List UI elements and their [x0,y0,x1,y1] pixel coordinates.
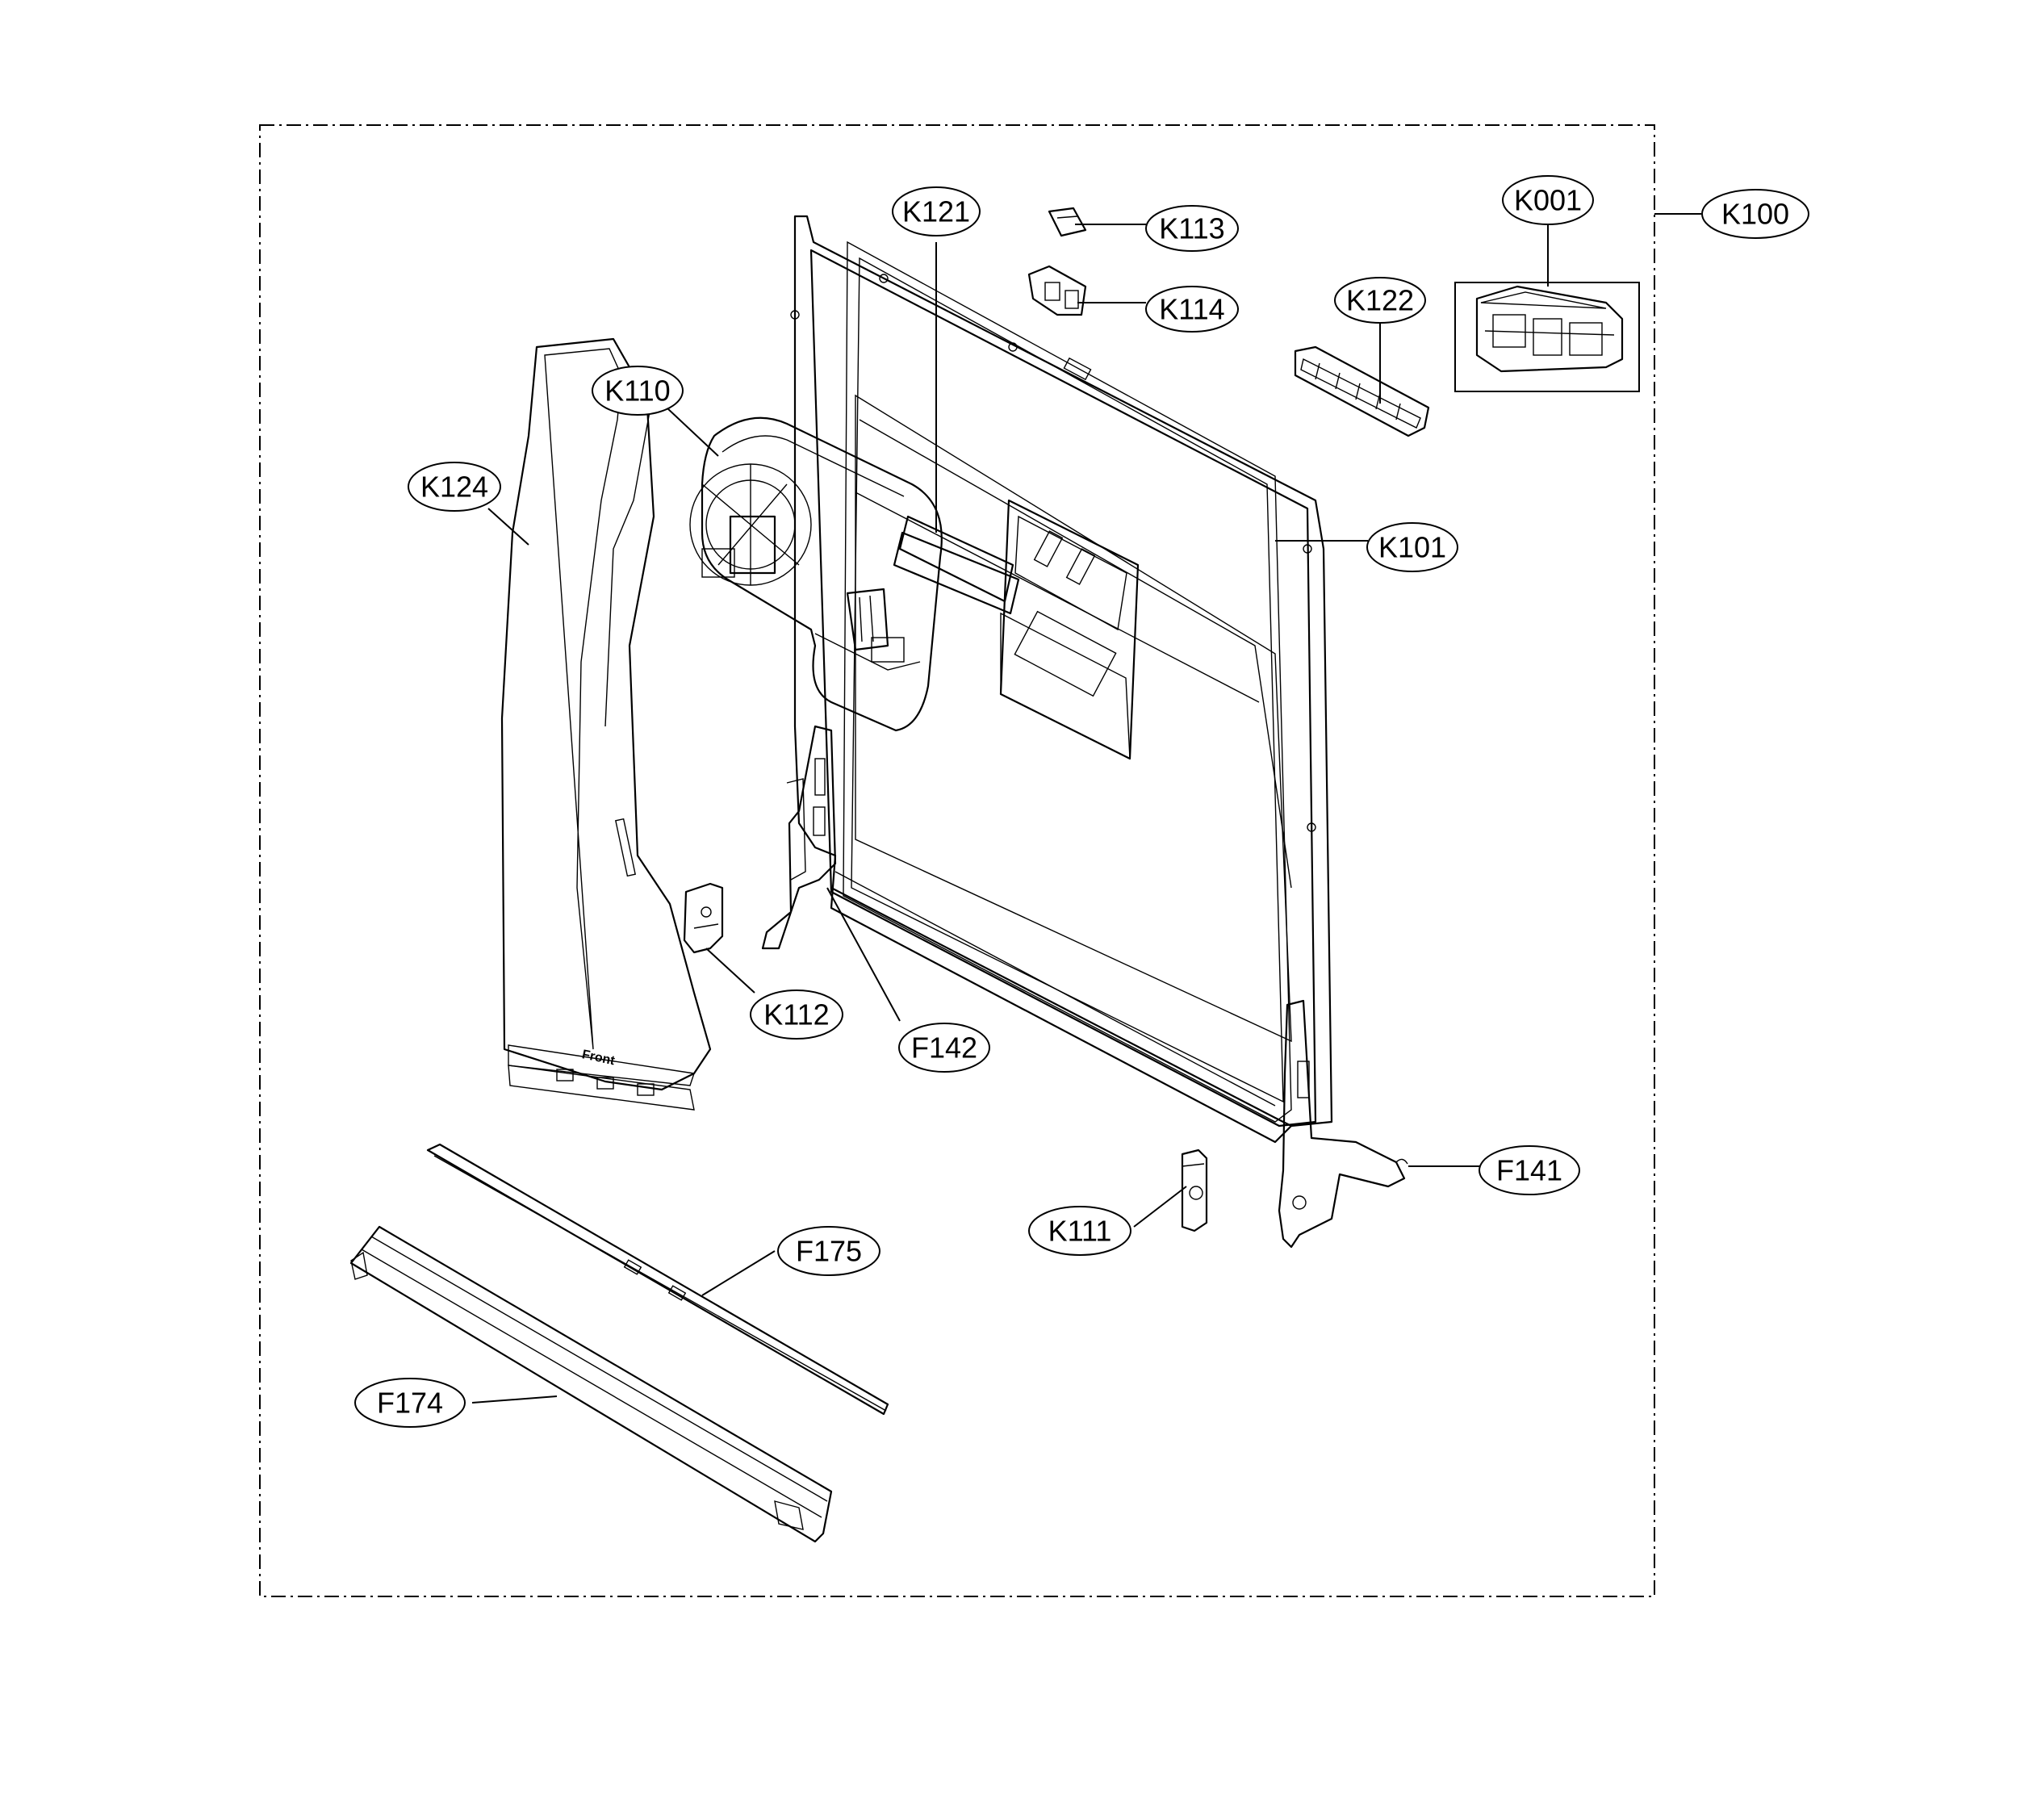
duct-k124: Front [500,337,712,1111]
callout-label: F174 [377,1387,443,1420]
callout-k113: K113 [1145,205,1239,252]
callout-k114: K114 [1145,286,1239,333]
bracket-k112 [683,882,724,954]
fan-assembly-k110 [689,416,943,732]
callout-k100: K100 [1701,189,1809,239]
callout-k124: K124 [408,462,501,512]
callout-k122: K122 [1334,277,1426,324]
callout-label: K110 [604,374,670,408]
callout-f174: F174 [354,1378,466,1428]
front-label: Front [581,1048,617,1068]
bracket-k111 [1181,1148,1208,1232]
callout-label: F141 [1496,1154,1562,1187]
callout-k111: K111 [1028,1206,1131,1256]
callout-label: K121 [902,195,970,228]
gasket-k121 [893,515,1020,615]
callout-f142: F142 [898,1023,990,1073]
door-panel-k101 [790,215,1333,1144]
latch-k114 [1027,265,1087,316]
k001-subassembly-box [1454,282,1640,392]
callout-label: K100 [1721,198,1789,231]
callout-label: K111 [1048,1215,1112,1248]
trim-rail-f174 [349,1225,833,1543]
callout-label: F175 [796,1235,862,1268]
callout-label: F142 [911,1031,977,1065]
callout-label: K101 [1378,531,1446,564]
callout-k101: K101 [1366,522,1458,572]
callout-k112: K112 [750,989,843,1040]
callout-label: K114 [1159,293,1224,326]
vent-grille-k122 [1294,345,1430,437]
callout-k001: K001 [1502,175,1594,225]
clip-k113 [1048,207,1087,237]
callout-label: K113 [1159,212,1224,245]
hinge-bracket-right-f141 [1278,999,1408,1249]
callout-label: K124 [420,471,488,504]
hinge-bracket-left-f142 [761,725,837,950]
callout-label: K001 [1514,184,1582,217]
callout-label: K122 [1346,284,1414,317]
callout-label: K112 [763,998,829,1031]
control-module-k001 [1475,285,1624,373]
assembly-boundary [259,124,1655,1597]
callout-f141: F141 [1479,1145,1580,1195]
leader-lines [471,213,1701,1404]
callout-k110: K110 [592,366,684,416]
callout-f175: F175 [777,1226,880,1276]
callout-k121: K121 [892,186,981,236]
rail-f175 [426,1143,889,1416]
